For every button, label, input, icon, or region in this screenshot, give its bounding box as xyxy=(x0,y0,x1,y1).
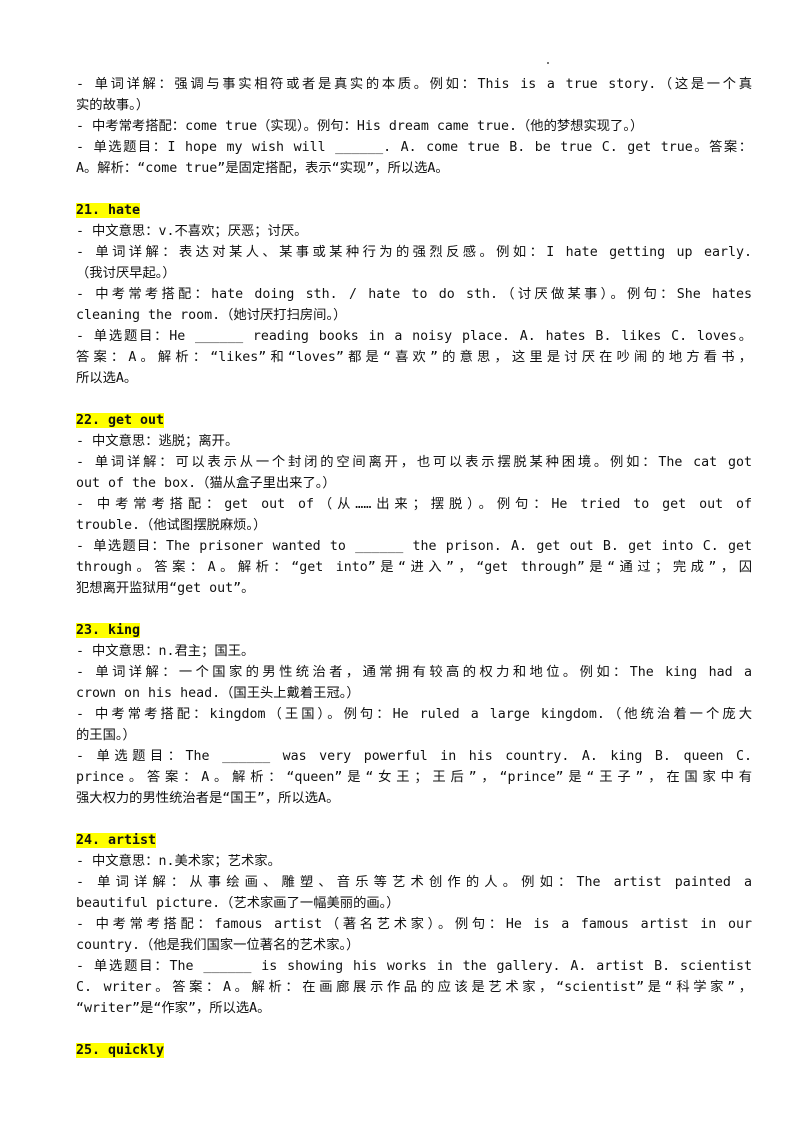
text-line: - 单选题目：The prisoner wanted to ______ the… xyxy=(76,539,752,554)
text-line: trouble.（他试图摆脱麻烦。） xyxy=(76,518,267,533)
entry-heading-text: 25. quickly xyxy=(76,1043,165,1058)
entry-heading-text: 21. hate xyxy=(76,203,141,218)
text-line: “writer”是“作家”，所以选A。 xyxy=(76,1001,271,1016)
text-line: - 单词详解：表达对某人、某事或某种行为的强烈反感。例如：I hate gett… xyxy=(76,245,752,260)
section-spacer xyxy=(76,179,752,200)
text-line: 所以选A。 xyxy=(76,371,138,386)
text-line: - 中考常考搭配：kingdom（王国）。例句：He ruled a large… xyxy=(76,707,752,722)
text-line: prince。答案：A。解析：“queen”是“女王；王后”，“prince”是… xyxy=(76,770,752,785)
section-spacer xyxy=(76,809,752,830)
text-line: - 中考常考搭配：come true（实现）。例句：His dream came… xyxy=(76,119,644,134)
text-line: - 中文意思：n.美术家；艺术家。 xyxy=(76,854,281,869)
entry-heading-text: 23. king xyxy=(76,623,141,638)
entry-heading: 22. get out xyxy=(76,410,752,431)
text-line: cleaning the room.（她讨厌打扫房间。） xyxy=(76,308,347,323)
text-line: 实的故事。） xyxy=(76,98,150,113)
text-line: - 中文意思：n.君主；国王。 xyxy=(76,644,255,659)
section-spacer xyxy=(76,389,752,410)
text-line: - 中考常考搭配：get out of（从……出来；摆脱）。例句：He trie… xyxy=(76,497,752,512)
text-line: - 单词详解：一个国家的男性统治者，通常拥有较高的权力和地位。例如：The ki… xyxy=(76,665,752,680)
text-line: A。解析：“come true”是固定搭配，表示“实现”，所以选A。 xyxy=(76,161,449,176)
text-line: - 中文意思：逃脱；离开。 xyxy=(76,434,239,449)
text-line: crown on his head.（国王头上戴着王冠。） xyxy=(76,686,360,701)
entry-heading: 25. quickly xyxy=(76,1040,752,1061)
text-line: through。答案：A。解析：“get into”是“进入”，“get thr… xyxy=(76,560,752,575)
text-line: C. writer。答案：A。解析：在画廊展示作品的应该是艺术家，“scient… xyxy=(76,980,752,995)
text-line: - 单选题目：The ______ is showing his works i… xyxy=(76,959,752,974)
text-line: beautiful picture.（艺术家画了一幅美丽的画。） xyxy=(76,896,400,911)
page-mark xyxy=(547,62,549,64)
entry-heading-text: 22. get out xyxy=(76,413,165,428)
text-line: - 单选题目：He ______ reading books in a nois… xyxy=(76,329,752,344)
text-line: - 中考常考搭配：famous artist（著名艺术家）。例句：He is a… xyxy=(76,917,752,932)
section-spacer xyxy=(76,599,752,620)
text-line: - 中文意思：v.不喜欢；厌恶；讨厌。 xyxy=(76,224,308,239)
entry-heading-text: 24. artist xyxy=(76,833,157,848)
text-line: （我讨厌早起。） xyxy=(76,266,176,281)
document-body: - 单词详解：强调与事实相符或者是真实的本质。例如：This is a true… xyxy=(76,74,752,1061)
entry-heading: 23. king xyxy=(76,620,752,641)
entry-heading: 24. artist xyxy=(76,830,752,851)
text-line: - 单词详解：强调与事实相符或者是真实的本质。例如：This is a true… xyxy=(76,77,752,92)
text-line: - 中考常考搭配：hate doing sth. / hate to do st… xyxy=(76,287,752,302)
section-spacer xyxy=(76,1019,752,1040)
text-line: country.（他是我们国家一位著名的艺术家。） xyxy=(76,938,360,953)
text-line: - 单词详解：从事绘画、雕塑、音乐等艺术创作的人。例如：The artist p… xyxy=(76,875,752,890)
text-line: 的王国。） xyxy=(76,728,136,743)
entry-heading: 21. hate xyxy=(76,200,752,221)
text-line: out of the box.（猫从盒子里出来了。） xyxy=(76,476,336,491)
text-line: - 单词详解：可以表示从一个封闭的空间离开，也可以表示摆脱某种困境。例如：The… xyxy=(76,455,752,470)
text-line: 强大权力的男性统治者是“国王”，所以选A。 xyxy=(76,791,340,806)
text-line: - 单选题目：I hope my wish will ______. A. co… xyxy=(76,140,752,155)
text-line: 答案：A。解析：“likes”和“loves”都是“喜欢”的意思，这里是讨厌在吵… xyxy=(76,350,752,365)
text-line: - 单选题目：The ______ was very powerful in h… xyxy=(76,749,752,764)
text-line: 犯想离开监狱用“get out”。 xyxy=(76,581,255,596)
